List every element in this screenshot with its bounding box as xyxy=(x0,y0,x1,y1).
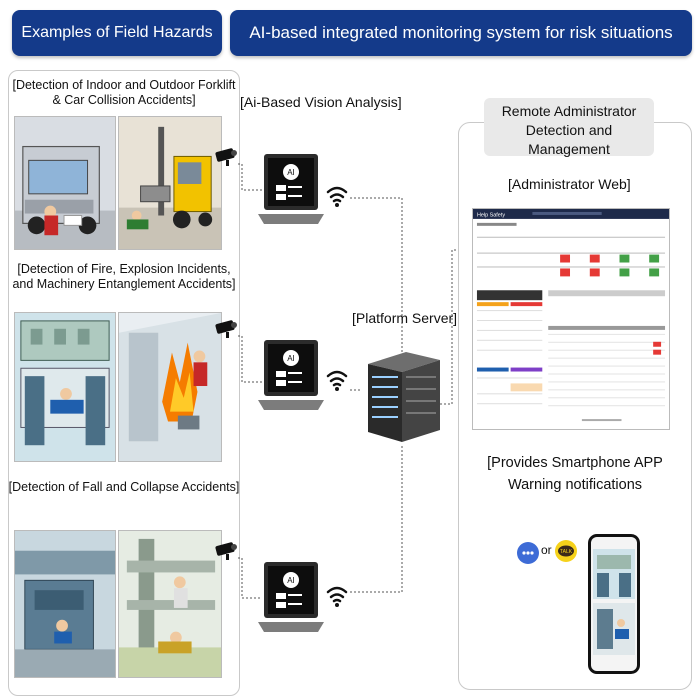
or-text: or xyxy=(541,543,552,557)
ai-badge-text: AI xyxy=(287,168,295,177)
hazard-caption-fall: [Detection of Fall and Collapse Accident… xyxy=(8,480,240,494)
ai-badge-text: AI xyxy=(287,576,295,585)
truck-collision-illustration xyxy=(14,116,116,250)
kakaotalk-icon: TALK xyxy=(555,540,577,562)
smartphone-notification-label: [Provides Smartphone APP Warning notific… xyxy=(487,455,663,493)
ai-laptop-icon: AI xyxy=(258,340,324,410)
remote-admin-title: Remote Administrator Detection and Manag… xyxy=(484,98,654,157)
platform-server-label: [Platform Server] xyxy=(352,310,458,326)
hazard-caption-fire: [Detection of Fire, Explosion Incidents,… xyxy=(12,262,236,291)
ai-laptop-icon: AI xyxy=(258,562,324,632)
web-brand-text: Help Safety xyxy=(477,212,505,218)
cctv-camera-icon xyxy=(215,542,237,560)
wifi-icon xyxy=(326,586,348,607)
hazard-caption-collision: [Detection of Indoor and Outdoor Forklif… xyxy=(12,78,236,107)
collapse-accident-illustration xyxy=(118,530,222,678)
machinery-entanglement-illustration xyxy=(14,312,116,462)
monitoring-system-header: AI-based integrated monitoring system fo… xyxy=(230,10,692,56)
admin-web-screenshot[interactable]: Help Safety xyxy=(472,208,670,430)
talk-text: TALK xyxy=(560,549,573,555)
ai-laptop-icon: AI xyxy=(258,154,324,224)
fire-explosion-illustration xyxy=(118,312,222,462)
forklift-accident-illustration xyxy=(118,116,222,250)
admin-web-label: [Administrator Web] xyxy=(508,176,631,192)
cctv-camera-icon xyxy=(215,148,237,166)
vision-analysis-label: [Ai-Based Vision Analysis] xyxy=(240,94,402,110)
smartphone-icon xyxy=(588,534,640,674)
chat-bubble-icon xyxy=(517,542,539,564)
fall-accident-illustration xyxy=(14,530,116,678)
cctv-camera-icon xyxy=(215,320,237,338)
wifi-icon xyxy=(326,370,348,391)
ai-badge-text: AI xyxy=(287,354,295,363)
field-hazards-header: Examples of Field Hazards xyxy=(12,10,222,56)
server-rack-icon xyxy=(368,352,440,442)
wifi-icon xyxy=(326,186,348,207)
